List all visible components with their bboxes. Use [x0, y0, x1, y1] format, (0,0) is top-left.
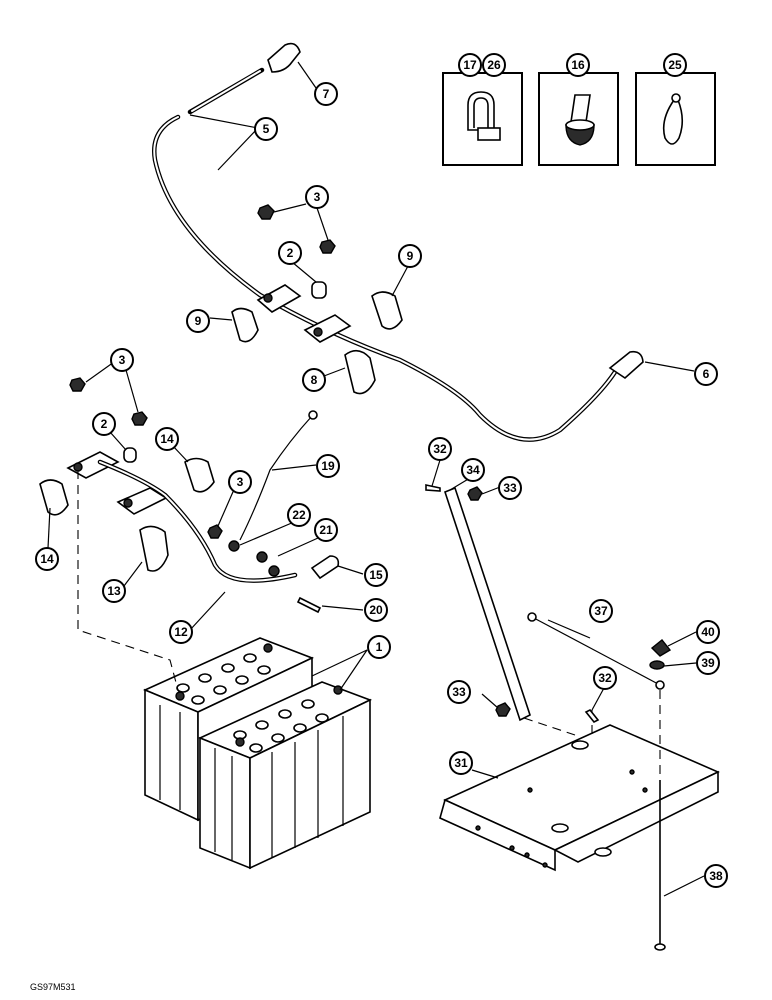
leader-lines: [47, 61, 705, 897]
clamp-inset-25: [635, 72, 716, 166]
svg-text:8: 8: [311, 373, 318, 387]
callout-14-left: 14: [35, 547, 59, 571]
svg-text:20: 20: [369, 603, 383, 617]
svg-text:38: 38: [709, 869, 723, 883]
svg-text:3: 3: [314, 190, 321, 204]
callout-33-lower: 33: [447, 680, 471, 704]
callout-38: 38: [704, 864, 728, 888]
alignment-line: [77, 470, 179, 691]
svg-text:14: 14: [160, 432, 174, 446]
clamp-inset-17-26: [442, 72, 523, 166]
figure-code: GS97M531: [30, 982, 76, 992]
callout-32-upper: 32: [428, 437, 452, 461]
callout-19: 19: [316, 454, 340, 478]
upper-battery-cable: [152, 42, 644, 442]
callout-13: 13: [102, 579, 126, 603]
callout-31: 31: [449, 751, 473, 775]
callout-14-middle: 14: [155, 427, 179, 451]
svg-text:7: 7: [323, 87, 330, 101]
callout-3-left: 3: [110, 348, 134, 372]
svg-text:33: 33: [452, 685, 466, 699]
callout-26: 26: [482, 53, 506, 77]
callout-17: 17: [458, 53, 482, 77]
callout-9-left: 9: [186, 309, 210, 333]
callout-21: 21: [314, 518, 338, 542]
callout-12: 12: [169, 620, 193, 644]
svg-text:33: 33: [503, 481, 517, 495]
svg-text:2: 2: [101, 417, 108, 431]
hold-down-hardware: [527, 612, 672, 951]
battery-tray: [439, 708, 720, 872]
svg-text:14: 14: [40, 552, 54, 566]
svg-text:26: 26: [487, 58, 501, 72]
svg-text:34: 34: [466, 463, 480, 477]
svg-text:31: 31: [454, 756, 468, 770]
callout-39: 39: [696, 651, 720, 675]
svg-text:17: 17: [463, 58, 477, 72]
svg-text:6: 6: [703, 367, 710, 381]
callout-6: 6: [694, 362, 718, 386]
callout-20: 20: [364, 598, 388, 622]
svg-text:1: 1: [376, 640, 383, 654]
svg-text:2: 2: [287, 246, 294, 260]
svg-text:9: 9: [195, 314, 202, 328]
svg-text:3: 3: [237, 475, 244, 489]
callout-3-lower: 3: [228, 470, 252, 494]
callout-9-right: 9: [398, 244, 422, 268]
svg-text:19: 19: [321, 459, 335, 473]
svg-text:12: 12: [174, 625, 188, 639]
batteries: [142, 637, 373, 870]
clamp-inset-16: [538, 72, 619, 166]
callout-7: 7: [314, 82, 338, 106]
svg-text:3: 3: [119, 353, 126, 367]
callout-32-lower: 32: [593, 666, 617, 690]
callout-22: 22: [287, 503, 311, 527]
callout-25: 25: [663, 53, 687, 77]
svg-text:22: 22: [292, 508, 306, 522]
svg-text:5: 5: [263, 122, 270, 136]
svg-text:25: 25: [668, 58, 682, 72]
svg-text:9: 9: [407, 249, 414, 263]
svg-text:39: 39: [701, 656, 715, 670]
callout-2-lower: 2: [92, 412, 116, 436]
svg-text:13: 13: [107, 584, 121, 598]
svg-text:37: 37: [594, 604, 608, 618]
callout-1: 1: [367, 635, 391, 659]
callout-37: 37: [589, 599, 613, 623]
callout-33-upper: 33: [498, 476, 522, 500]
callout-3-upper: 3: [305, 185, 329, 209]
svg-text:21: 21: [319, 523, 333, 537]
svg-text:32: 32: [598, 671, 612, 685]
svg-text:40: 40: [701, 625, 715, 639]
callout-8: 8: [302, 368, 326, 392]
callout-5: 5: [254, 117, 278, 141]
callout-16: 16: [566, 53, 590, 77]
callout-34: 34: [461, 458, 485, 482]
svg-text:15: 15: [369, 568, 383, 582]
svg-text:16: 16: [571, 58, 585, 72]
callout-15: 15: [364, 563, 388, 587]
callout-2-upper: 2: [278, 241, 302, 265]
svg-text:32: 32: [433, 442, 447, 456]
lower-battery-cables: [39, 377, 340, 614]
callout-40: 40: [696, 620, 720, 644]
